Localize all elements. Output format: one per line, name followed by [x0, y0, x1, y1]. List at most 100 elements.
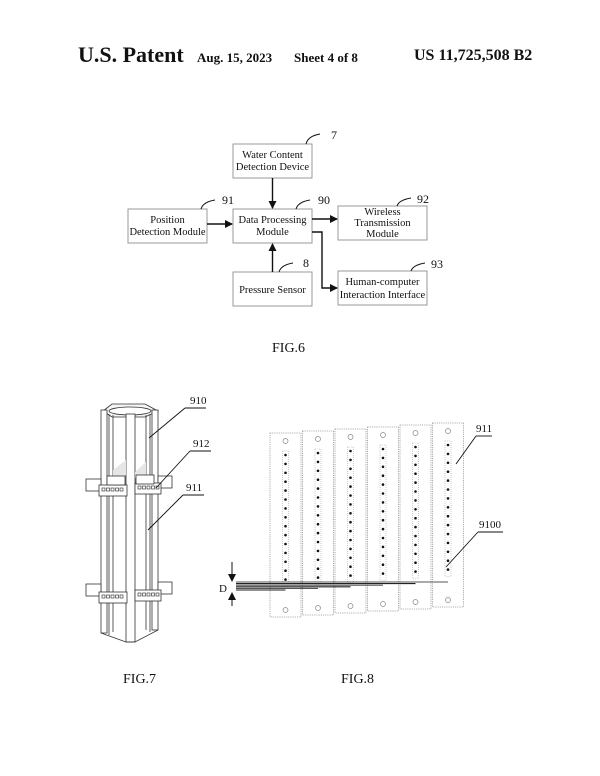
connector-pin — [155, 592, 160, 597]
block-pressure — [232, 271, 313, 307]
block-wireless — [337, 205, 428, 241]
electrode-dot — [349, 538, 352, 542]
block-water-content — [232, 143, 313, 179]
electrode-dot — [414, 543, 417, 547]
electrode-dot — [446, 443, 450, 447]
electrode-strip — [379, 444, 387, 581]
electrode-dot — [446, 506, 450, 509]
electrode-dot — [316, 469, 320, 473]
electrode-dot — [349, 476, 352, 480]
column-bottom — [100, 629, 159, 643]
electrode-dot — [284, 480, 287, 484]
electrode-dot — [446, 470, 450, 474]
mount-hole-top — [380, 432, 386, 438]
electrode-dot — [414, 454, 417, 458]
electrode-dot — [381, 447, 385, 451]
electrode-dot — [446, 479, 450, 482]
electrode-dot — [284, 533, 287, 537]
electrode-dot — [284, 560, 287, 564]
electrode-dot — [414, 552, 417, 556]
electrode-dot — [381, 572, 385, 575]
connector-pin — [119, 594, 124, 599]
mount-hole-top — [412, 430, 419, 436]
electrode-dot — [414, 472, 417, 476]
electrode-dot — [349, 467, 352, 471]
connector-pin — [101, 594, 106, 599]
post-left — [100, 409, 108, 634]
connector-pin — [119, 487, 124, 492]
sheet-number: Sheet 4 of 8 — [294, 50, 358, 65]
connector-pin — [146, 592, 151, 597]
electrode-dot — [349, 494, 352, 497]
electrode-dot — [349, 503, 352, 506]
electrode-dot — [446, 568, 450, 571]
electrode-dot — [316, 558, 320, 562]
leader-910 — [148, 407, 186, 439]
electrode-dot — [446, 532, 450, 536]
electrode-dot — [414, 508, 417, 511]
block-hci — [337, 270, 428, 306]
electrode-dot — [316, 540, 320, 544]
ref-93: 93 — [431, 257, 443, 271]
electrode-dot — [446, 541, 450, 545]
electrode-dot — [284, 569, 287, 572]
leader-90 — [295, 199, 311, 210]
electrode-dot — [316, 451, 320, 455]
tab-upper-right — [135, 474, 155, 485]
electrode-dot — [316, 514, 320, 517]
leader-91 — [200, 199, 216, 210]
electrode-dot — [284, 551, 287, 555]
connector-pin — [101, 487, 106, 492]
block-water-content-line1: Water Content — [242, 150, 303, 161]
electrode-dot — [446, 550, 450, 554]
electrode-dot — [316, 496, 320, 499]
mount-hole-top — [347, 434, 354, 440]
electrode-dot — [284, 516, 287, 519]
electrode-dot — [284, 578, 287, 581]
ref-91: 91 — [222, 193, 234, 207]
leader-911-fig8 — [455, 435, 477, 465]
label-910: 910 — [190, 395, 207, 407]
connector-pin — [137, 485, 142, 490]
mount-hole-top — [315, 436, 321, 442]
label-912: 912 — [193, 438, 210, 450]
electrode-dot — [284, 524, 287, 528]
electrode-dot — [414, 481, 417, 484]
block-hci-line1: Human-computer — [345, 277, 420, 288]
electrode-dot — [349, 449, 352, 453]
electrode-dot — [414, 463, 417, 467]
connector-pin — [115, 594, 119, 599]
electrode-dot — [381, 563, 385, 566]
block-wireless-line1: Wireless — [364, 207, 400, 218]
patent-header-title: U.S. Patent — [78, 42, 184, 67]
electrode-dot — [414, 499, 417, 502]
block-water-content-line2: Detection Device — [236, 162, 310, 173]
ref-7: 7 — [331, 128, 337, 142]
block-wireless-line3: Module — [366, 229, 399, 240]
electrode-dot — [284, 453, 287, 457]
block-data-processing-line2: Module — [256, 227, 289, 238]
connector-pin — [151, 485, 155, 490]
leader-911-fig7 — [147, 494, 184, 531]
electrode-dot — [446, 488, 450, 491]
mount-hole-bottom — [282, 607, 289, 613]
electrode-dot — [414, 570, 417, 573]
electrode-dot — [414, 561, 417, 564]
bracket-lower-right-bar — [157, 581, 173, 595]
connector-pin — [110, 594, 115, 599]
electrode-dot — [414, 490, 417, 493]
electrode-dot — [316, 478, 320, 482]
electrode-dot — [414, 516, 417, 520]
leader-93 — [410, 262, 426, 272]
electrode-dot — [349, 547, 352, 551]
electrode-dot — [284, 498, 287, 501]
ref-8: 8 — [303, 256, 309, 270]
electrode-dot — [446, 452, 450, 456]
leader-7 — [305, 133, 321, 145]
electrode-dot — [381, 554, 385, 558]
block-hci-line2: Interaction Interface — [340, 290, 426, 301]
electrode-dot — [381, 465, 385, 469]
label-spacing-d: D — [219, 583, 227, 595]
